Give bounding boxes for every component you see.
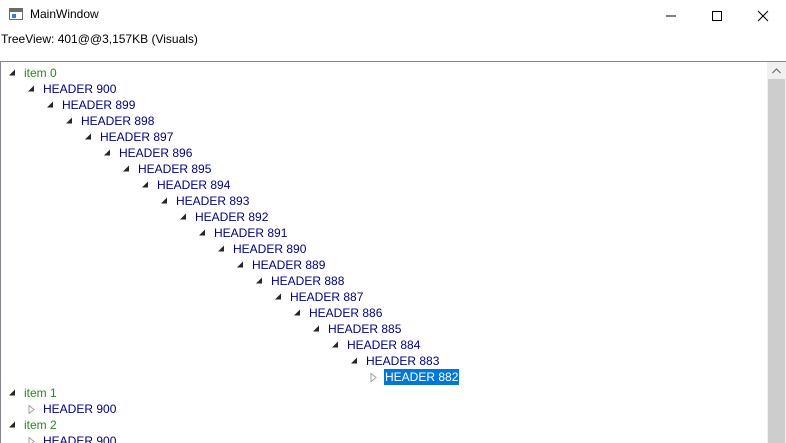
tree-item-label: HEADER 898: [81, 114, 155, 128]
expanded-triangle-icon[interactable]: [85, 129, 94, 145]
collapsed-triangle-icon[interactable]: [28, 433, 37, 443]
expanded-triangle-icon[interactable]: [332, 337, 341, 353]
expanded-triangle-icon[interactable]: [9, 385, 18, 401]
status-text: TreeView: 401@@3,157KB (Visuals): [1, 32, 198, 46]
tree-item-label: HEADER 886: [309, 306, 383, 320]
expanded-triangle-icon[interactable]: [218, 241, 227, 257]
tree-item-label: HEADER 891: [214, 226, 288, 240]
expanded-triangle-icon[interactable]: [66, 113, 75, 129]
scroll-up-button[interactable]: [767, 62, 786, 79]
tree-item-label: HEADER 885: [328, 322, 402, 336]
tree-item-label: HEADER 890: [233, 242, 307, 256]
tree-item-label: item 0: [24, 66, 57, 80]
collapsed-triangle-icon[interactable]: [370, 369, 379, 385]
tree-item-label: HEADER 895: [138, 162, 212, 176]
expanded-triangle-icon[interactable]: [47, 97, 56, 113]
expanded-triangle-icon[interactable]: [123, 161, 132, 177]
expanded-triangle-icon[interactable]: [313, 321, 322, 337]
tree-item-label: HEADER 889: [252, 258, 326, 272]
close-icon: [757, 10, 769, 22]
tree-item-label: HEADER 894: [157, 178, 231, 192]
expanded-triangle-icon[interactable]: [9, 65, 18, 81]
tree-item-label: item 1: [24, 386, 57, 400]
scrollbar-thumb[interactable]: [768, 79, 785, 443]
expanded-triangle-icon[interactable]: [275, 289, 284, 305]
tree-item-label: HEADER 882: [384, 369, 460, 385]
tree-item-label: HEADER 897: [100, 130, 174, 144]
close-button[interactable]: [740, 0, 786, 31]
app-window-icon: [9, 8, 23, 20]
expanded-triangle-icon[interactable]: [142, 177, 151, 193]
expanded-triangle-icon[interactable]: [161, 193, 170, 209]
expanded-triangle-icon[interactable]: [294, 305, 303, 321]
expanded-triangle-icon[interactable]: [351, 353, 360, 369]
minimize-icon: [666, 15, 676, 17]
tree-item-label: HEADER 899: [62, 98, 136, 112]
chevron-up-icon: [772, 68, 781, 74]
tree-item-label: HEADER 887: [290, 290, 364, 304]
expanded-triangle-icon[interactable]: [256, 273, 265, 289]
vertical-scrollbar[interactable]: [767, 62, 786, 443]
title-bar[interactable]: MainWindow: [0, 0, 786, 31]
tree-item-label: HEADER 900: [43, 82, 117, 96]
maximize-button[interactable]: [694, 0, 740, 31]
expanded-triangle-icon[interactable]: [28, 81, 37, 97]
window-title: MainWindow: [30, 7, 99, 21]
expanded-triangle-icon[interactable]: [9, 417, 18, 433]
tree-item-label: HEADER 893: [176, 194, 250, 208]
expanded-triangle-icon[interactable]: [104, 145, 113, 161]
collapsed-triangle-icon[interactable]: [28, 401, 37, 417]
maximize-icon: [712, 11, 722, 21]
tree-item-label: item 2: [24, 418, 57, 432]
expanded-triangle-icon[interactable]: [199, 225, 208, 241]
tree-item-label: HEADER 892: [195, 210, 269, 224]
expanded-triangle-icon[interactable]: [237, 257, 246, 273]
tree-item-label: HEADER 888: [271, 274, 345, 288]
tree-item-label: HEADER 883: [366, 354, 440, 368]
expanded-triangle-icon[interactable]: [180, 209, 189, 225]
tree-item-label: HEADER 896: [119, 146, 193, 160]
tree-item-label: HEADER 884: [347, 338, 421, 352]
tree-item-label: HEADER 900: [43, 402, 117, 416]
tree-item-label: HEADER 900: [43, 434, 117, 443]
minimize-button[interactable]: [648, 0, 694, 31]
